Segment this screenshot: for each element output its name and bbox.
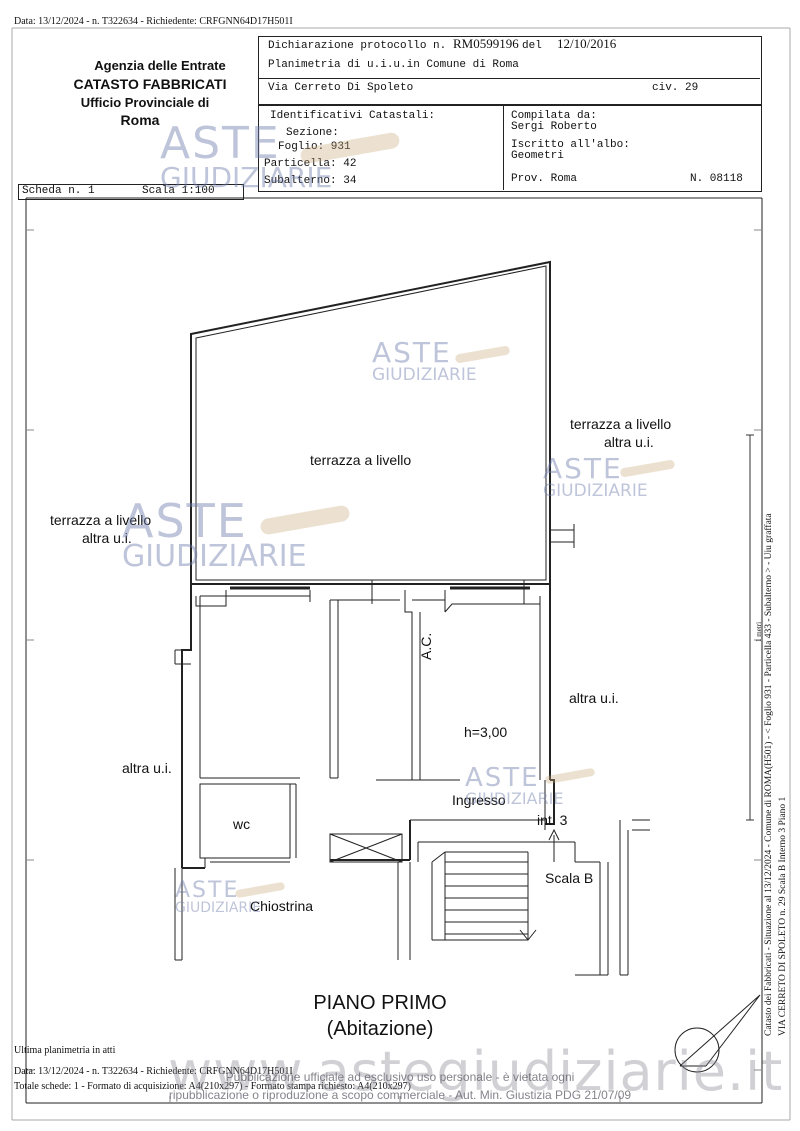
label-ac: A.C. — [418, 632, 434, 660]
agency-name: Agenzia delle Entrate — [94, 58, 226, 73]
watermark-giudiziarie: GIUDIZIARIE — [543, 481, 648, 501]
scheda-box — [18, 184, 244, 200]
planimetria-line: Planimetria di u.i.u.in Comune di Roma — [268, 59, 519, 71]
scheda-number: Scheda n. 1 — [22, 185, 95, 197]
label-altra-right: altra u.i. — [569, 690, 619, 706]
header-line — [258, 78, 760, 79]
civic-number: civ. 29 — [652, 82, 699, 94]
watermark-giudiziarie: GIUDIZIARIE — [175, 900, 262, 916]
watermark-aste: ASTE — [543, 452, 623, 485]
sezione: Sezione: — [286, 127, 339, 139]
declaration-label: Dichiarazione protocollo n. — [268, 40, 447, 52]
declaration-number: RM0599196 — [453, 36, 519, 51]
label-ingresso: Ingresso — [452, 792, 506, 808]
watermark-site: www.astegiudiziarie.it — [168, 1040, 784, 1103]
identificativi-title: Identificativi Catastali: — [270, 110, 436, 122]
footer-request-line: Data: 13/12/2024 - n. T322634 - Richiede… — [14, 1066, 293, 1077]
watermark-disclaimer-1: Pubblicazione ufficiale ad esclusivo uso… — [225, 1070, 575, 1084]
watermark-aste: ASTE — [465, 763, 540, 793]
watermark-aste: ASTE — [372, 336, 452, 369]
watermark-giudiziarie: GIUDIZIARIE — [122, 539, 307, 574]
label-terrazza-main: terrazza a livello — [310, 452, 412, 468]
floor-subtitle: (Abitazione) — [326, 1018, 434, 1040]
watermark-aste: ASTE — [175, 878, 240, 903]
declaration-date: 12/10/2016 — [557, 36, 617, 51]
ufficio-city: Roma — [120, 112, 160, 128]
footer-totale-schede: Totale schede: 1 - Formato di acquisizio… — [14, 1081, 411, 1092]
watermark-aste: ASTE — [122, 494, 248, 548]
label-terrazza-right-2: altra u.i. — [604, 434, 654, 450]
watermark-logo: ASTE GIUDIZIARIE — [465, 763, 564, 808]
identificativi-box — [258, 104, 762, 192]
watermark-logo: ASTE GIUDIZIARIE — [122, 494, 307, 574]
watermark-logo: ASTE GIUDIZIARIE — [543, 452, 648, 501]
declaration-box — [258, 36, 762, 106]
header-request-line: Data: 13/12/2024 - n. T322634 - Richiede… — [14, 16, 293, 27]
declaration-del: del — [522, 40, 542, 52]
provincia: Prov. Roma — [511, 173, 578, 185]
label-terrazza-left-2: altra u.i. — [82, 530, 132, 546]
watermark-giudiziarie: GIUDIZIARIE — [372, 365, 477, 385]
watermark-giudiziarie: GIUDIZIARIE — [160, 161, 333, 194]
catasto-title: CATASTO FABBRICATI — [73, 76, 227, 92]
side-situazione: Catasto dei Fabbricati - Situazione al 1… — [764, 513, 774, 1036]
watermark-aste: ASTE — [160, 118, 281, 169]
subalterno: Subalterno: 34 — [264, 175, 357, 187]
side-scale-label: 1 metri — [755, 621, 763, 642]
compilata-name: Sergi Roberto — [511, 121, 597, 133]
albo: Geometri — [511, 150, 564, 162]
address: Via Cerreto Di Spoleto — [268, 82, 414, 94]
floor-title: PIANO PRIMO — [313, 992, 447, 1014]
watermark-logo: ASTE GIUDIZIARIE — [160, 118, 333, 194]
label-terrazza-left-1: terrazza a livello — [50, 512, 152, 528]
watermark-logo: ASTE GIUDIZIARIE — [372, 336, 477, 385]
label-altra-left: altra u.i. — [122, 760, 172, 776]
ufficio-title: Ufficio Provinciale di — [80, 95, 210, 110]
label-terrazza-right-1: terrazza a livello — [570, 416, 672, 432]
agency-block: Agenzia delle Entrate CATASTO FABBRICATI… — [20, 58, 260, 128]
ultima-planimetria: Ultima planimetria in atti — [14, 1045, 116, 1056]
albo-number: N. 08118 — [690, 173, 743, 185]
label-wc: wc — [233, 816, 251, 832]
side-address: VIA CERRETO DI SPOLETO n. 29 Scala B Int… — [778, 796, 788, 1036]
watermark-logo: ASTE GIUDIZIARIE — [175, 880, 261, 916]
particella: Particella: 42 — [264, 158, 357, 170]
iscritto-label: Iscritto all'albo: — [511, 139, 630, 151]
label-height: h=3,00 — [464, 724, 508, 740]
watermark-disclaimer-2: ripubblicazione o riproduzione a scopo c… — [168, 1088, 632, 1102]
label-scala-b: Scala B — [545, 870, 594, 886]
header-divider — [503, 104, 504, 190]
label-chiostrina: Chiostrina — [250, 898, 314, 914]
label-int: int. 3 — [537, 812, 568, 828]
foglio: Foglio: 931 — [278, 141, 351, 153]
scala: Scala 1:100 — [142, 185, 215, 197]
compilata-title: Compilata da: — [511, 110, 597, 122]
watermark-giudiziarie: GIUDIZIARIE — [465, 789, 564, 808]
